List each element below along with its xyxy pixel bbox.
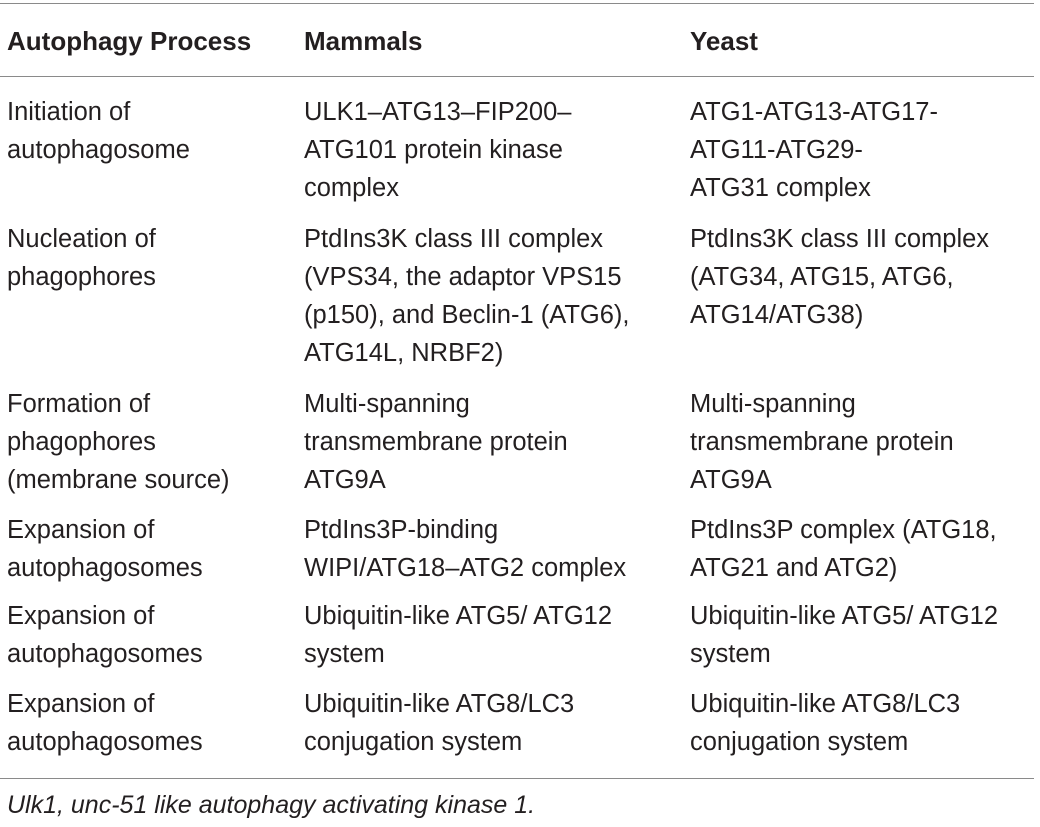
header-yeast: Yeast	[690, 26, 758, 56]
row-2-process: Nucleation of phagophores	[7, 225, 156, 291]
row-3-mammals: Multi-spanning transmembrane protein ATG…	[304, 390, 568, 494]
row-2-mammals: PtdIns3K class III complex (VPS34, the a…	[304, 225, 630, 367]
row-1-mammals: ULK1–ATG13–FIP200– ATG101 protein kinase…	[304, 98, 572, 202]
row-6-yeast: Ubiquitin-like ATG8/LC3 conjugation syst…	[690, 690, 961, 756]
row-4-process: Expansion of autophagosomes	[7, 516, 203, 582]
row-5-yeast: Ubiquitin-like ATG5/ ATG12 system	[690, 602, 999, 668]
header-rule	[0, 76, 1034, 77]
row-5-process: Expansion of autophagosomes	[7, 602, 203, 668]
table-top-rule	[0, 3, 1034, 4]
table-bottom-rule	[0, 778, 1034, 779]
row-1-yeast: ATG1-ATG13-ATG17- ATG11-ATG29- ATG31 com…	[690, 98, 938, 202]
row-6-mammals: Ubiquitin-like ATG8/LC3 conjugation syst…	[304, 690, 575, 756]
row-5-mammals: Ubiquitin-like ATG5/ ATG12 system	[304, 602, 613, 668]
row-4-mammals: PtdIns3P-binding WIPI/ATG18–ATG2 complex	[304, 516, 627, 582]
row-3-yeast: Multi-spanning transmembrane protein ATG…	[690, 390, 954, 494]
row-3-process: Formation of phagophores (membrane sourc…	[7, 390, 230, 494]
header-autophagy-process: Autophagy Process	[7, 26, 252, 56]
row-4-yeast: PtdIns3P complex (ATG18, ATG21 and ATG2)	[690, 516, 997, 582]
row-1-process: Initiation of autophagosome	[7, 98, 190, 164]
header-mammals: Mammals	[304, 26, 423, 56]
table-footnote: Ulk1, unc-51 like autophagy activating k…	[7, 791, 536, 819]
row-2-yeast: PtdIns3K class III complex (ATG34, ATG15…	[690, 225, 990, 329]
row-6-process: Expansion of autophagosomes	[7, 690, 203, 756]
